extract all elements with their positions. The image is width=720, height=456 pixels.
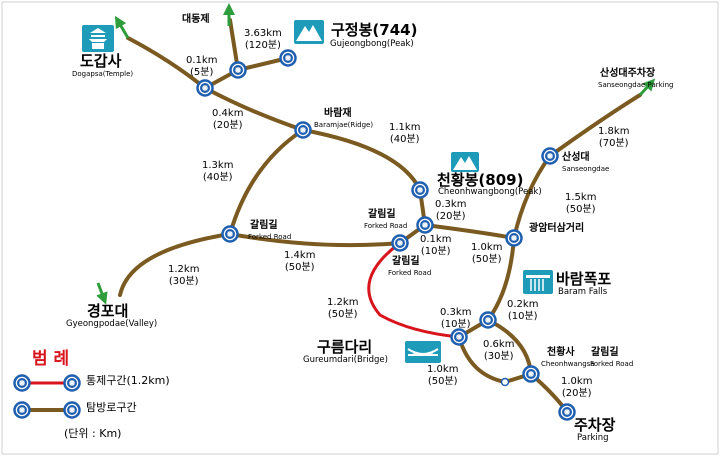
label-forked-mid2-ko: 갈림길 [392, 256, 420, 267]
label-forked-mid1-ko: 갈림길 [368, 209, 396, 220]
legend-trail-node-right [63, 401, 81, 419]
node-gujeongbong[interactable] [279, 49, 297, 67]
label-sanseongdae-parking-en: Sanseongdae Parking [598, 81, 674, 89]
trail-dogapsa-north [126, 36, 207, 90]
label-dogapsa-ko: 도갑사 [80, 52, 122, 70]
legend-closed-label: 통제구간(1.2km) [86, 374, 170, 387]
distance-closed-section: 1.2km(50분) [327, 297, 359, 320]
node-cheonhwangsa[interactable] [522, 365, 540, 383]
trail-forked-mid [228, 232, 402, 248]
node-loop-small [500, 377, 510, 387]
mountain-icon [294, 20, 324, 44]
label-baram-falls-en: Baram Falls [558, 287, 608, 297]
distance-dogapsa-top: 0.1km(5분) [186, 55, 218, 78]
distance-sanseong-gwangam: 1.5km(50분) [565, 192, 597, 215]
label-parking-ko: 주차장 [574, 416, 616, 434]
distance-bridge-temple: 0.6km(30분) [483, 339, 515, 362]
label-sanseongdae-en: Sanseongdae [562, 165, 610, 173]
legend-title: 범 례 [32, 349, 70, 369]
label-sanseongdae-parking-ko: 산성대주차장 [600, 68, 656, 79]
label-dogapsa-en: Dogapsa(Temple) [72, 70, 134, 78]
node-cheonhwangbong[interactable] [411, 181, 429, 199]
distance-falls: 0.2km(10분) [507, 299, 539, 322]
distance-dogapsa-baramjae: 0.4km(20분) [212, 108, 244, 131]
label-gureumdari-ko: 구름다리 [317, 338, 373, 356]
label-cheonhwangsa-ko: 천황사 [547, 347, 575, 358]
label-forked-mid2-en: Forked Road [388, 269, 432, 277]
label-forked-left-ko: 갈림길 [250, 220, 278, 231]
label-forked-right-ko: 갈림길 [591, 347, 619, 358]
label-cheonhwangbong-en: Cheonhwangbong(Peak) [438, 187, 542, 197]
label-baramjae-en: Baramjae(Ridge) [314, 121, 374, 129]
mountain-icon [451, 152, 479, 172]
legend-closed-node-left [13, 374, 31, 392]
node-sanseongdae[interactable] [541, 147, 559, 165]
label-gujeongbong-en: Gujeongbong(Peak) [330, 39, 414, 49]
legend-trail-label: 탐방로구간 [86, 401, 137, 414]
label-gyeongpodae-ko: 경포대 [87, 302, 129, 320]
distance-baramjae-forked: 1.3km(40분) [202, 160, 234, 183]
label-gyeongpodae-en: Gyeongpodae(Valley) [66, 319, 158, 329]
node-baram-falls[interactable] [479, 311, 497, 329]
label-forked-left-en: Forked Road [248, 233, 292, 241]
label-baram-falls-ko: 바람폭포 [556, 270, 612, 288]
legend-closed-node-right [63, 374, 81, 392]
distance-daedongje: 3.63km(120분) [244, 28, 282, 51]
trail-baramjae-cheonhwang [301, 128, 422, 192]
legend-trail-node-left [13, 401, 31, 419]
distance-bridge-falls: 0.3km(10분) [440, 307, 472, 330]
node-dogapsa-junction[interactable] [196, 79, 214, 97]
trail-closed-section [367, 241, 461, 339]
node-forked-left[interactable] [221, 225, 239, 243]
trail-to-baramjae [203, 86, 305, 132]
legend-unit-label: (단위 : Km) [64, 427, 122, 440]
trail-gyeongpo [118, 232, 232, 297]
distance-gyeongpo: 1.2km(30분) [168, 264, 200, 287]
label-forked-right-en: Forked Road [590, 360, 634, 368]
node-parking[interactable] [558, 403, 576, 421]
node-baramjae[interactable] [294, 121, 312, 139]
waterfall-icon [523, 270, 553, 294]
distance-bridge-bottom: 1.0km(50분) [427, 364, 459, 387]
label-cheonhwangbong-ko: 천황봉(809) [437, 171, 524, 189]
node-gureumdari[interactable] [450, 328, 468, 346]
arrow-dogapsa [114, 15, 130, 39]
bridge-icon [405, 341, 441, 363]
distance-parking: 1.0km(20분) [561, 376, 593, 399]
arrow-sanseong-parking [638, 78, 656, 97]
distance-fork-gwangam: 1.0km(50분) [471, 242, 503, 265]
temple-icon [82, 25, 114, 52]
node-forked-upper[interactable] [416, 216, 434, 234]
label-daedongje: 대동제 [182, 14, 210, 25]
label-gwangamteo: 광암터삼거리 [529, 223, 585, 234]
label-gureumdari-en: Gureumdari(Bridge) [303, 355, 388, 365]
node-gujeong-junction[interactable] [229, 61, 247, 79]
distance-forked-left-mid: 1.4km(50분) [284, 250, 316, 273]
distance-fork-fork: 0.1km(10분) [420, 234, 452, 257]
node-forked-lower[interactable] [391, 234, 409, 252]
label-parking-en: Parking [577, 433, 609, 443]
label-cheonhwangsa-en: Cheonhwangsa [541, 360, 595, 368]
distance-sanseong-parking: 1.8km(70분) [598, 126, 630, 149]
distance-cheonhwang-fork: 0.3km(20분) [435, 199, 467, 222]
trail-sanseong-parking [548, 93, 642, 158]
node-gwangamteo[interactable] [505, 229, 523, 247]
trail-baramjae-forked [228, 128, 305, 236]
label-baramjae-ko: 바람재 [324, 108, 352, 119]
label-sanseongdae-ko: 산성대 [562, 152, 590, 163]
distance-baramjae-cheonhwang: 1.1km(40분) [389, 122, 421, 145]
label-gujeongbong-ko: 구정봉(744) [331, 21, 418, 39]
label-forked-mid1-en: Forked Road [364, 222, 408, 230]
arrow-gyeongpo [96, 282, 108, 305]
